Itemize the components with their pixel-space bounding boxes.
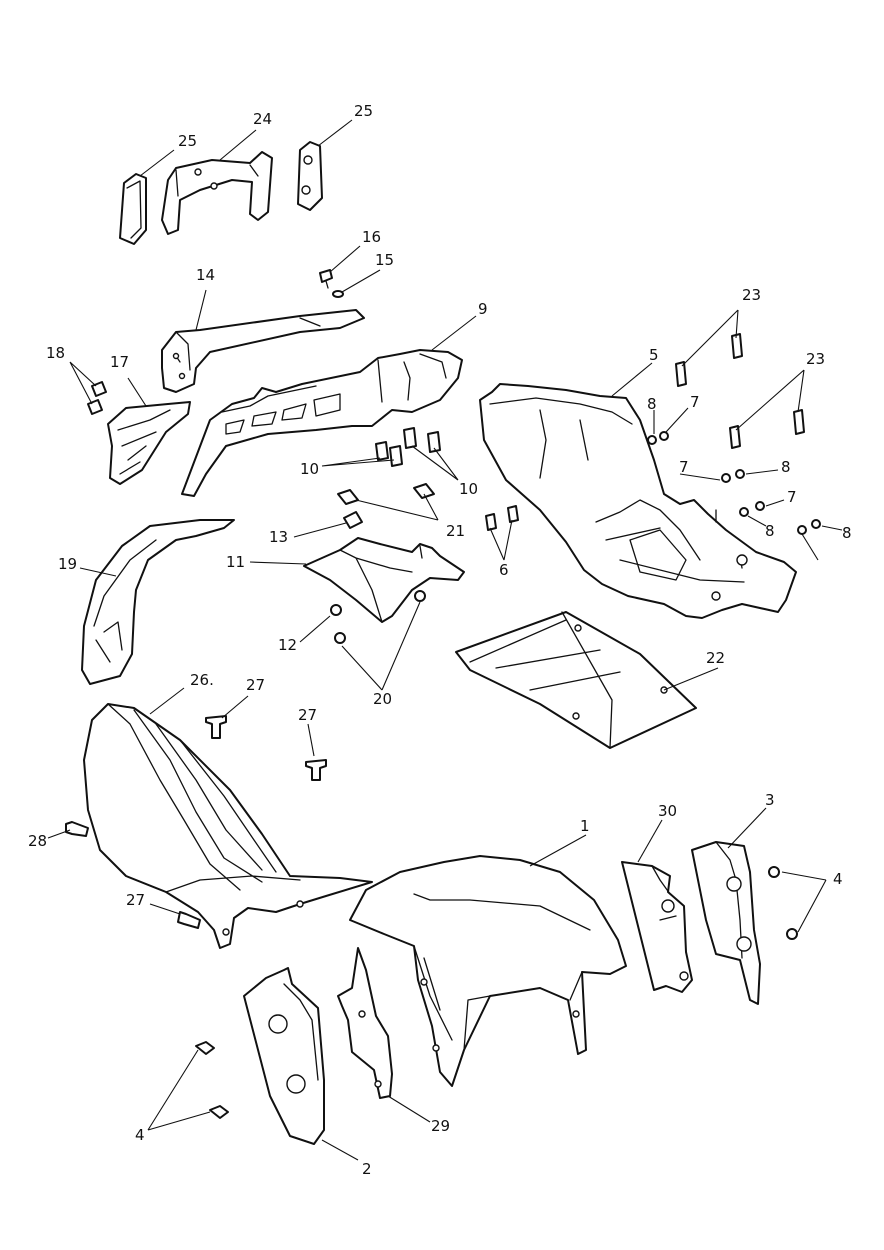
part-20-screws xyxy=(334,590,426,644)
part-10-bolts xyxy=(375,427,441,467)
part-16-bolt xyxy=(319,269,333,289)
callout-26: 26. xyxy=(190,671,214,689)
callout-10-left: 10 xyxy=(300,460,319,478)
part-14-rail xyxy=(161,309,365,393)
part-28-fastener xyxy=(65,821,89,837)
callout-7-c: 7 xyxy=(787,488,797,506)
callout-3: 3 xyxy=(765,791,775,809)
callout-5: 5 xyxy=(649,346,659,364)
callout-19: 19 xyxy=(58,555,77,573)
callout-10-right: 10 xyxy=(459,480,478,498)
callout-17: 17 xyxy=(110,353,129,371)
part-2-cover xyxy=(243,967,325,1145)
callout-22: 22 xyxy=(706,649,725,667)
callout-2: 2 xyxy=(362,1160,372,1178)
callout-25-left: 25 xyxy=(178,132,197,150)
callout-4-right: 4 xyxy=(833,870,843,888)
part-12-screw xyxy=(330,604,342,616)
callout-11: 11 xyxy=(226,553,245,571)
callout-15: 15 xyxy=(375,251,394,269)
part-5-undertray xyxy=(479,383,797,619)
callout-13: 13 xyxy=(269,528,288,546)
part-24-bracket xyxy=(161,151,273,235)
callout-27-a: 27 xyxy=(246,676,265,694)
part-4-screws-left xyxy=(195,1041,229,1119)
callout-27-c: 27 xyxy=(126,891,145,909)
part-27-fasteners xyxy=(177,715,327,929)
callout-7-a: 7 xyxy=(690,393,700,411)
part-1-front-mudguard xyxy=(349,855,627,1087)
part-8-washers xyxy=(647,435,821,529)
callout-25-right: 25 xyxy=(354,102,373,120)
part-18-screws xyxy=(87,381,107,415)
callout-18: 18 xyxy=(46,344,65,362)
part-9-subframe xyxy=(181,349,463,497)
part-30-bracket xyxy=(621,861,693,993)
callout-6: 6 xyxy=(499,561,509,579)
callout-4-left: 4 xyxy=(135,1126,145,1144)
callout-16: 16 xyxy=(362,228,381,246)
part-29-bracket xyxy=(337,947,393,1099)
callout-23-a: 23 xyxy=(742,286,761,304)
callout-8-b: 8 xyxy=(781,458,791,476)
part-26-hugger xyxy=(83,703,373,949)
part-23-bolts xyxy=(675,333,805,449)
callout-30: 30 xyxy=(658,802,677,820)
part-22-plate xyxy=(455,611,697,749)
callout-8-d: 8 xyxy=(842,524,852,542)
part-19-cover xyxy=(81,519,235,685)
leader-lines xyxy=(47,119,843,1161)
part-17-bracket xyxy=(107,401,191,485)
callout-24: 24 xyxy=(253,110,272,128)
callout-1: 1 xyxy=(580,817,590,835)
part-3-cover xyxy=(691,841,761,1005)
part-7-screws xyxy=(659,431,807,535)
callout-8-c: 8 xyxy=(765,522,775,540)
part-25-right-pad xyxy=(297,141,323,211)
callout-27-b: 27 xyxy=(298,706,317,724)
callout-20: 20 xyxy=(373,690,392,708)
callout-8-a: 8 xyxy=(647,395,657,413)
callout-29: 29 xyxy=(431,1117,450,1135)
part-13-clip xyxy=(343,511,363,529)
part-15-washer xyxy=(332,290,344,298)
part-21-clips xyxy=(337,483,435,505)
callout-numbers: 1 2 3 4 4 5 6 7 7 7 8 8 8 8 9 10 10 11 1… xyxy=(28,102,852,1178)
callout-12: 12 xyxy=(278,636,297,654)
callout-28: 28 xyxy=(28,832,47,850)
callout-14: 14 xyxy=(196,266,215,284)
callout-23-b: 23 xyxy=(806,350,825,368)
part-4-screws-right xyxy=(768,866,798,940)
callout-21: 21 xyxy=(446,522,465,540)
callout-9: 9 xyxy=(478,300,488,318)
part-6-bolts xyxy=(485,505,519,531)
part-25-left-pad xyxy=(119,173,147,245)
part-11-tray xyxy=(303,537,465,623)
callout-7-b: 7 xyxy=(679,458,689,476)
